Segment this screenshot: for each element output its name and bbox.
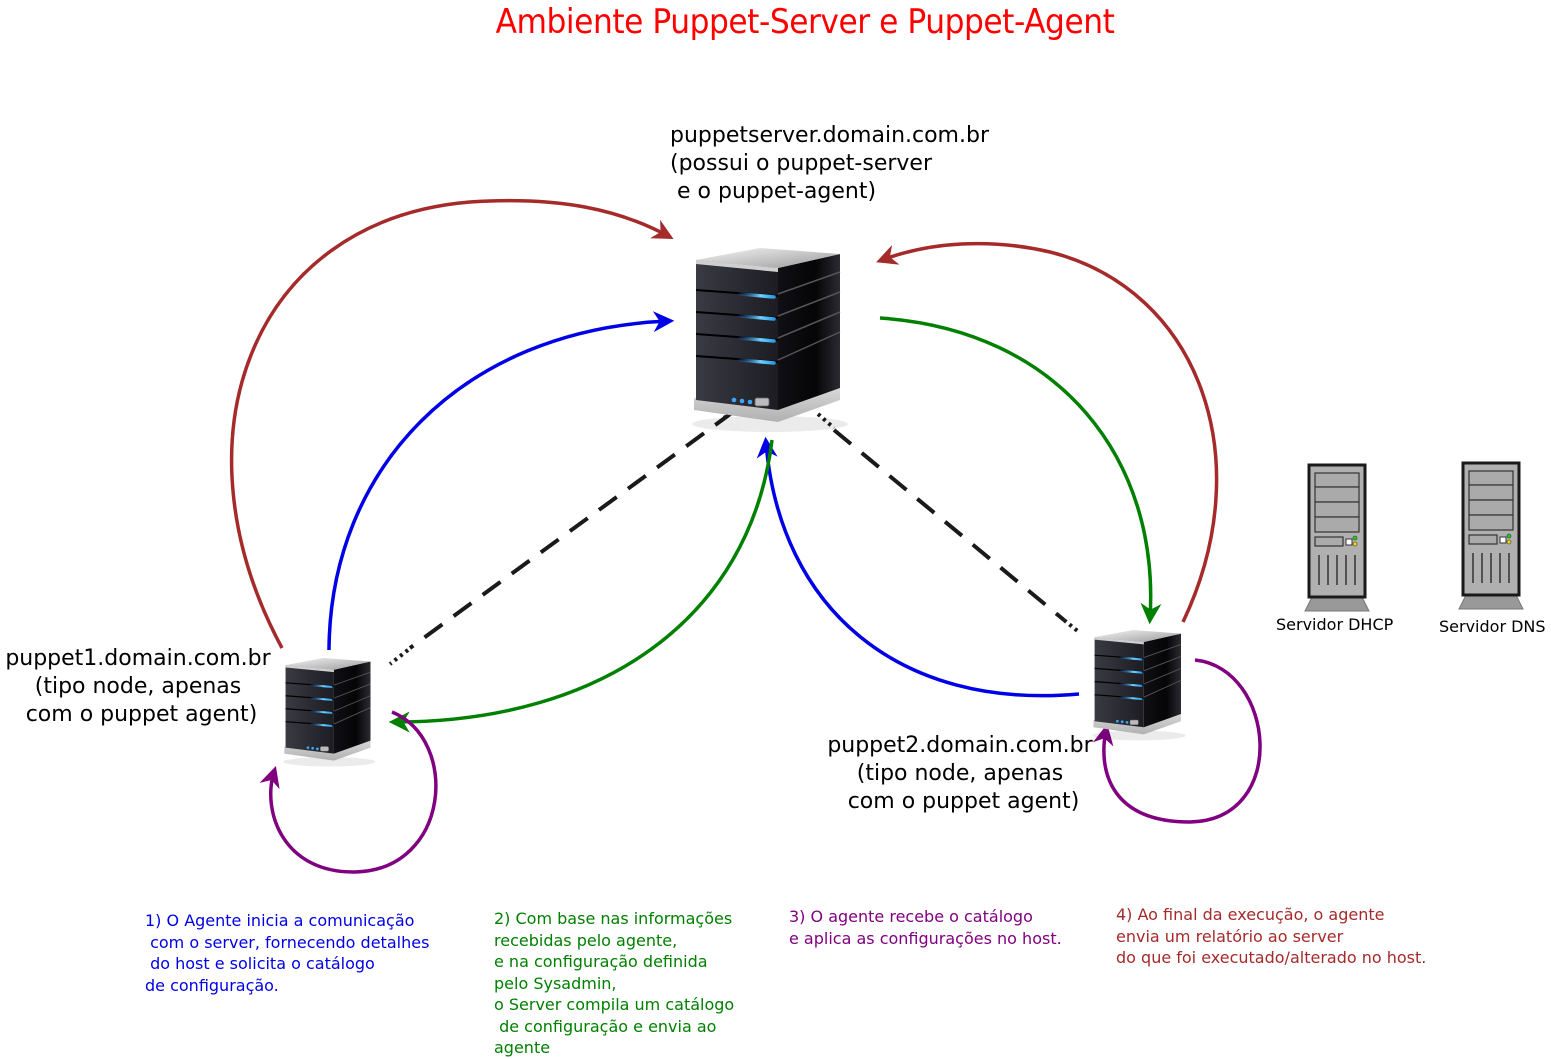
- arrow-step2-server-to-puppet2: [879, 316, 1162, 625]
- server-tower-icon: [282, 656, 377, 768]
- arrow-step1-puppet2-to-server: [756, 436, 1080, 698]
- note-step2: 2) Com base nas informações recebidas pe…: [494, 909, 735, 1057]
- arrow-step2-server-to-puppet1: [388, 439, 774, 733]
- server-tower-icon: [690, 246, 850, 434]
- dashed-link-server-puppet1: [388, 406, 739, 666]
- note-step1: 1) O Agente inicia a comunicação com o s…: [145, 911, 430, 995]
- loop-step3-puppet1: [259, 710, 438, 874]
- puppet1-label: puppet1.domain.com.br (tipo node, apenas…: [5, 646, 271, 727]
- arrow-step4-puppet2-to-server: [876, 241, 1219, 623]
- note-step3: 3) O agente recebe o catálogo e aplica a…: [789, 907, 1062, 948]
- server-label: puppetserver.domain.com.br (possui o pup…: [670, 123, 989, 204]
- dns-label: Servidor DNS: [1439, 617, 1546, 636]
- dashed-link-server-puppet2: [816, 412, 1082, 635]
- dhcp-label: Servidor DHCP: [1276, 615, 1394, 634]
- diagram-title: Ambiente Puppet-Server e Puppet-Agent: [495, 2, 1115, 42]
- server-tower-icon: [1091, 628, 1187, 742]
- pc-tower-icon: [1457, 461, 1525, 611]
- note-step4: 4) Ao final da execução, o agente envia …: [1116, 905, 1427, 967]
- arrow-step1-puppet1-to-server: [327, 311, 675, 651]
- arrow-step4-puppet1-to-server: [229, 198, 674, 649]
- pc-tower-icon: [1303, 463, 1371, 613]
- loop-step3-puppet2: [1092, 658, 1262, 824]
- puppet2-label: puppet2.domain.com.br (tipo node, apenas…: [827, 733, 1093, 814]
